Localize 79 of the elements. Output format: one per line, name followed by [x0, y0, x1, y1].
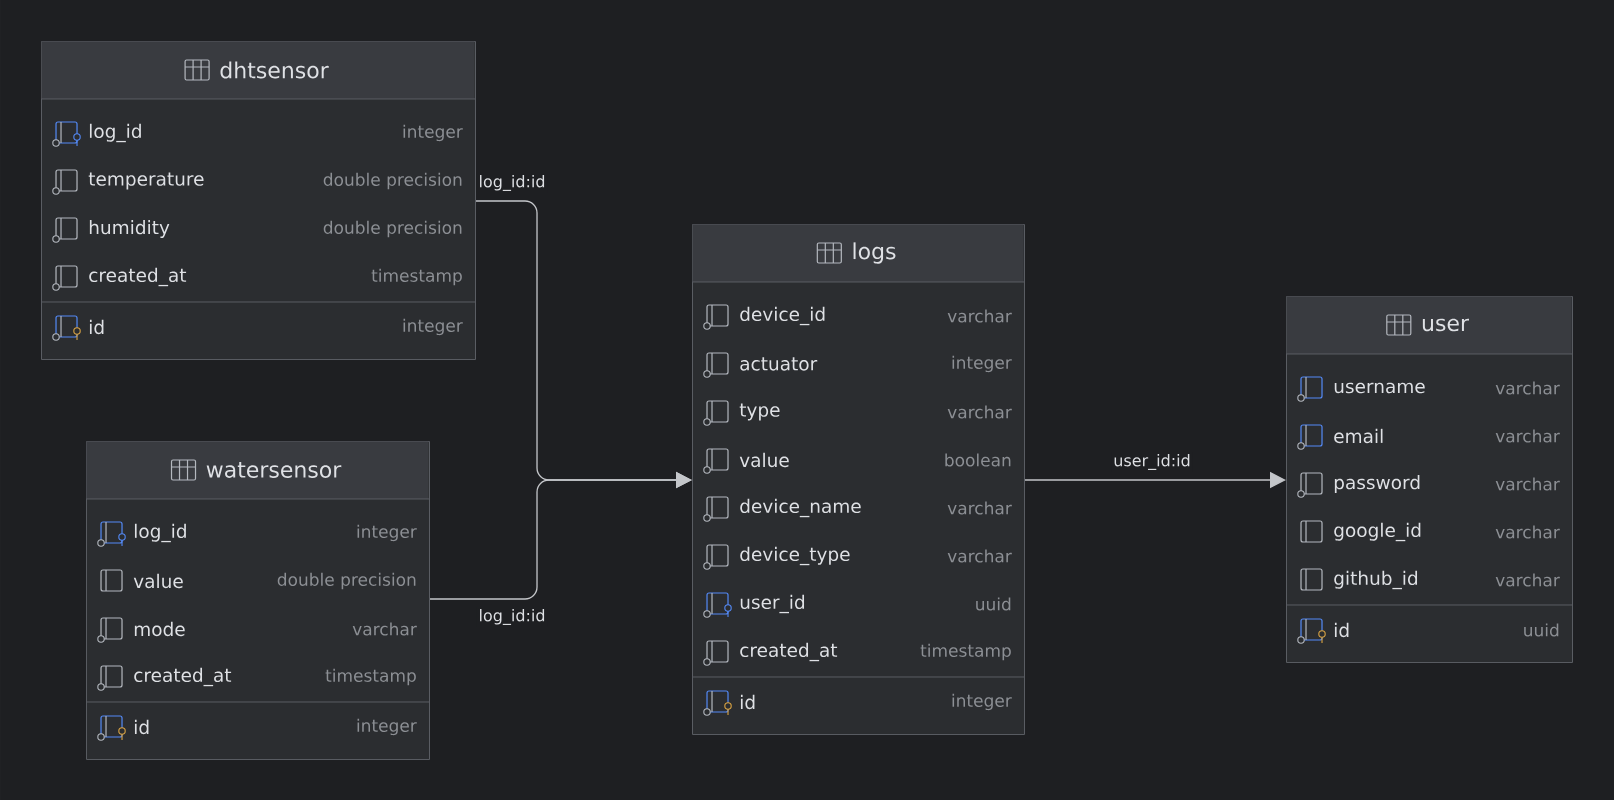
node-label: varchar	[947, 501, 1012, 515]
node-label: varchar	[1495, 429, 1560, 443]
node-label: humidity	[89, 220, 170, 238]
column-row: user_id uuid	[740, 594, 1011, 614]
node-label: varchar	[1495, 477, 1560, 491]
node-label: device_name	[740, 498, 861, 518]
node-label: varchar	[1495, 381, 1560, 395]
node-label: type	[739, 403, 780, 421]
column-row: id integer	[134, 718, 417, 736]
column-row: id uuid	[1334, 622, 1559, 638]
node-label: id	[1334, 622, 1349, 638]
column-row: log_id integer	[134, 523, 417, 543]
node-label: google_id	[1334, 522, 1421, 542]
node-label: varchar	[1495, 525, 1560, 539]
node-label: email	[1334, 428, 1383, 444]
column-row: humidity double precision	[89, 220, 462, 238]
node-label: double precision	[277, 572, 416, 590]
node-label: boolean	[945, 453, 1011, 467]
node-label: varchar	[947, 549, 1012, 563]
node-label: log_id	[89, 123, 141, 143]
edge-label: log_id:id	[476, 607, 548, 627]
node-label: timestamp	[920, 643, 1011, 661]
column-row: log_id integer	[89, 123, 463, 143]
edge-label: log_id:id	[476, 173, 548, 193]
node-label: id	[134, 719, 149, 735]
node-label: timestamp	[371, 268, 462, 286]
node-label: created_at	[134, 667, 232, 687]
column-row: created_at timestamp	[134, 667, 416, 687]
node-label: varchar	[1495, 573, 1560, 587]
column-row: id integer	[740, 693, 1012, 711]
column-row: username varchar	[1334, 381, 1560, 395]
node-label: device_id	[740, 306, 825, 326]
node-label: integer	[403, 124, 463, 142]
node-label: github_id	[1334, 570, 1418, 590]
column-row: type varchar	[739, 403, 1012, 421]
node-label: created_at	[89, 267, 187, 287]
node-label: value	[739, 452, 789, 468]
node-label: user_id	[740, 594, 805, 614]
node-label: integer	[357, 524, 417, 542]
column-row: github_id varchar	[1334, 570, 1560, 590]
node-label: username	[1334, 382, 1425, 394]
column-row: device_id varchar	[740, 306, 1012, 326]
edge-label: user_id:id	[1111, 452, 1193, 472]
column-row: value boolean	[739, 452, 1011, 468]
column-row: temperature double precision	[88, 172, 462, 190]
node-label: varchar	[352, 622, 417, 636]
node-label: uuid	[976, 597, 1011, 611]
column-row: created_at timestamp	[89, 267, 462, 287]
column-row: actuator integer	[740, 355, 1012, 373]
node-label: varchar	[947, 405, 1012, 419]
node-label: double precision	[323, 172, 462, 190]
column-row: id integer	[89, 318, 463, 336]
node-label: value	[133, 573, 183, 589]
node-label: varchar	[947, 309, 1012, 323]
node-label: device_type	[740, 546, 850, 566]
node-label: id	[740, 694, 755, 710]
node-label: integer	[952, 693, 1012, 711]
node-label: integer	[357, 718, 417, 736]
node-label: temperature	[88, 172, 204, 190]
column-row: device_type varchar	[740, 546, 1012, 566]
node-label: integer	[952, 355, 1012, 373]
column-row: password varchar	[1334, 475, 1560, 493]
node-label: id	[89, 319, 104, 335]
node-label: mode	[134, 621, 185, 637]
node-label: uuid	[1524, 623, 1559, 637]
node-label: timestamp	[325, 668, 416, 686]
node-label: actuator	[740, 357, 818, 371]
node-label: log_id	[134, 523, 186, 543]
column-row: google_id varchar	[1334, 522, 1560, 542]
arrow	[429, 471, 692, 600]
column-row: mode varchar	[134, 621, 417, 637]
node-label: double precision	[323, 220, 462, 238]
column-row: email varchar	[1334, 428, 1560, 444]
node-label: created_at	[740, 642, 838, 662]
column-row: value double precision	[133, 572, 416, 590]
column-row: created_at timestamp	[740, 642, 1011, 662]
node-label: password	[1334, 475, 1420, 493]
node-label: integer	[403, 318, 463, 336]
column-row: device_name varchar	[740, 498, 1012, 518]
